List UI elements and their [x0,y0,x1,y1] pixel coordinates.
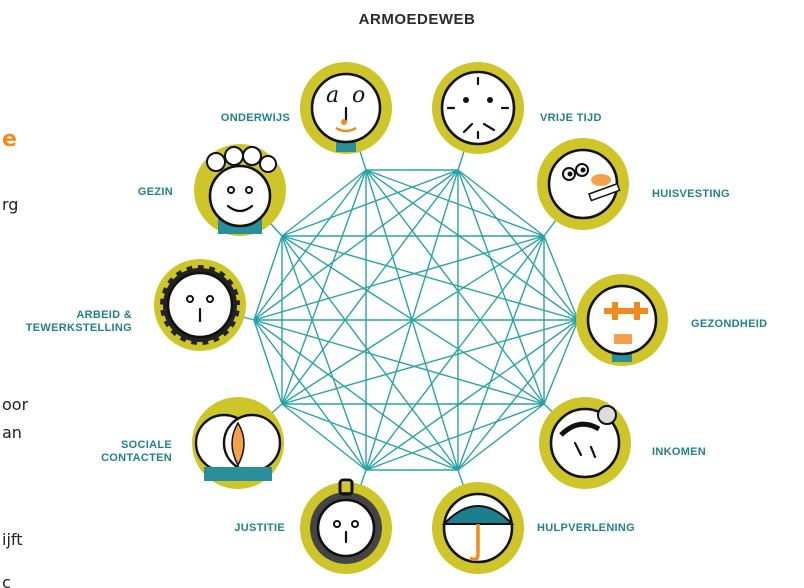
umbrella-face-icon [444,494,512,562]
house-bird-face-icon [549,150,620,218]
node-gezondheid [576,274,668,366]
edge-vrije-tijd-gezin [282,170,458,236]
svg-text:a: a [326,83,339,108]
edge-huisvesting-justitie [366,236,544,470]
node-inkomen [539,397,631,489]
label-gezondheid: GEZONDHEID [691,318,767,330]
left-text-fragment-3: an [2,423,22,442]
node-vrije-tijd [432,62,524,154]
node-huisvesting [537,138,629,230]
edge-onderwijs-inkomen [366,170,544,404]
edge-onderwijs-sociale-contacten [282,170,366,404]
label-onderwijs: ONDERWIJS [221,112,290,124]
node-onderwijs: a o [300,62,392,154]
label-inkomen: INKOMEN [652,446,706,458]
node-arbeid [154,259,246,351]
edge-hulpverlening-gezin [282,236,458,470]
clock-face-icon [442,72,514,144]
edge-sociale-contacten-arbeid [254,320,282,404]
edge-arbeid-gezin [254,236,282,320]
node-justitie [300,480,392,574]
diagram-title: ARMOEDEWEB [359,11,476,28]
svg-text:o: o [352,83,365,108]
node-gezin [194,144,286,236]
edge-hulpverlening-sociale-contacten [282,404,458,470]
label-arbeid-line-2: TEWERKSTELLING [26,322,132,334]
left-text-fragment-2: oor [2,395,29,414]
edge-vrije-tijd-huisvesting [458,170,544,236]
label-arbeid-line-1: ARBEID & [76,309,132,321]
gear-face-icon [160,265,240,345]
label-gezin: GEZIN [138,186,173,198]
label-sociale-contacten-line-1: SOCIALE [121,439,172,451]
left-heading-fragment: e [2,127,17,152]
label-sociale-contacten-line-2: CONTACTEN [101,452,172,464]
label-hulpverlening: HULPVERLENING [537,522,635,534]
left-text-fragments: e rg oor an ijft c [2,127,29,588]
left-text-fragment-4: ijft [2,530,23,549]
edge-inkomen-hulpverlening [458,404,544,470]
left-text-fragment-5: c [2,573,11,588]
label-huisvesting: HUISVESTING [652,188,730,200]
label-justitie: JUSTITIE [234,522,285,534]
two-faces-icon [196,415,280,481]
edge-justitie-gezin [282,236,366,470]
left-text-fragment-1: rg [2,195,18,214]
node-sociale-contacten [192,397,284,489]
node-hulpverlening [432,482,524,574]
label-vrije-tijd: VRIJE TIJD [540,112,602,124]
